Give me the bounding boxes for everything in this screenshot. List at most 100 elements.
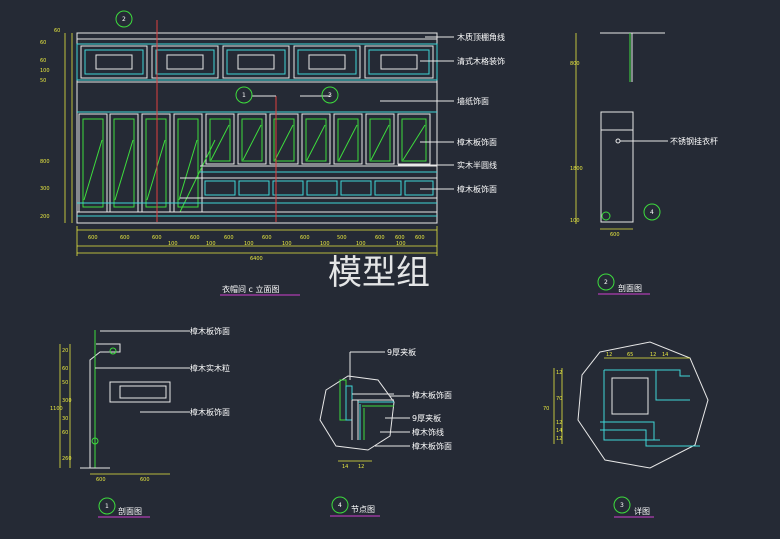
svg-text:60: 60: [40, 58, 46, 64]
svg-text:100: 100: [396, 241, 406, 247]
svg-text:4: 4: [338, 502, 342, 509]
hanger-rod: [615, 138, 621, 144]
elevation-dims-left: 60 60 100 60 50 800 300 200: [40, 28, 60, 220]
callout-hanger-rod: 不锈钢挂衣杆: [670, 136, 718, 146]
lattice-band: [76, 43, 438, 81]
callout-s1-solid: 樟木实木粒: [190, 363, 230, 373]
svg-text:60: 60: [62, 430, 68, 436]
cabinet-section: [600, 111, 634, 223]
svg-text:600: 600: [300, 235, 310, 241]
callout-n4-panel-2: 樟木板饰面: [412, 441, 452, 451]
detail-inner-square: [611, 377, 649, 415]
svg-text:100: 100: [356, 241, 366, 247]
svg-text:1: 1: [105, 503, 109, 510]
section-2-caption: 剖面图: [618, 283, 642, 293]
svg-text:1800: 1800: [570, 166, 583, 172]
node-4-boundary: [319, 375, 395, 451]
callout-s1-panel: 樟木板饰面: [190, 326, 230, 336]
callout-lattice: 清式木格装饰: [457, 56, 505, 66]
drawer-row: [204, 180, 434, 196]
svg-text:20: 20: [62, 348, 68, 354]
svg-text:100: 100: [206, 241, 216, 247]
marker-2-label: 2: [122, 16, 126, 23]
lattice-panels: [80, 45, 434, 79]
svg-text:200: 200: [40, 214, 50, 220]
tall-panels: [78, 113, 431, 213]
detail-3-caption: 详图: [634, 506, 650, 516]
section-2-view: 4 800 1800 100 600 不锈钢挂衣杆 2 剖面图: [570, 32, 718, 295]
svg-text:12: 12: [606, 352, 612, 358]
svg-text:2: 2: [604, 279, 608, 286]
section-2-marker: [597, 273, 615, 291]
callout-camphor-panel-2: 樟木板饰面: [457, 184, 497, 194]
svg-text:100: 100: [320, 241, 330, 247]
svg-text:60: 60: [40, 40, 46, 46]
marker-3-label: 3: [328, 92, 332, 99]
elevation-outline: [76, 32, 438, 224]
detail-3-marker: [613, 496, 631, 514]
svg-text:300: 300: [40, 186, 50, 192]
svg-text:12: 12: [556, 370, 562, 376]
svg-text:12: 12: [358, 464, 364, 470]
svg-text:12: 12: [650, 352, 656, 358]
svg-text:14: 14: [556, 428, 562, 434]
svg-text:65: 65: [627, 352, 633, 358]
svg-text:260: 260: [62, 456, 72, 462]
svg-text:600: 600: [120, 235, 130, 241]
callout-ceiling-molding: 木质顶棚角线: [457, 32, 505, 42]
svg-text:12: 12: [556, 436, 562, 442]
svg-text:800: 800: [570, 61, 580, 67]
section-1-view: 20 60 50 300 30 60 260 1100 600 600 樟木板饰…: [50, 326, 230, 518]
svg-text:600: 600: [152, 235, 162, 241]
shelf-section: [109, 381, 171, 403]
svg-text:600: 600: [262, 235, 272, 241]
svg-text:600: 600: [88, 235, 98, 241]
svg-text:300: 300: [62, 398, 72, 404]
svg-text:4: 4: [650, 209, 654, 216]
marker-1-label: 1: [242, 92, 246, 99]
marker-3-circle: [321, 86, 339, 104]
section-1-caption: 剖面图: [118, 506, 142, 516]
panel-hatch: [83, 124, 426, 213]
watermark: 模型组: [328, 253, 430, 293]
callout-n4-plywood-2: 9厚夹板: [412, 413, 441, 423]
svg-text:600: 600: [610, 232, 620, 238]
callout-half-round: 实木半圆线: [457, 160, 497, 170]
callout-n4-trim: 樟木饰线: [412, 427, 444, 437]
detail-3-view: 12 65 12 14 12 70 12 14 12 70 3 详图: [543, 341, 709, 518]
svg-text:60: 60: [62, 366, 68, 372]
svg-text:100: 100: [168, 241, 178, 247]
node-4-marker: [331, 496, 349, 514]
svg-text:600: 600: [190, 235, 200, 241]
svg-text:600: 600: [375, 235, 385, 241]
svg-text:600: 600: [395, 235, 405, 241]
callout-s1-panel-2: 樟木板饰面: [190, 407, 230, 417]
svg-text:14: 14: [662, 352, 668, 358]
detail-3-boundary: [577, 341, 709, 469]
elevation-dims-bottom: 600 600 600 600 600 600 600 500 600 600 …: [88, 235, 425, 262]
svg-text:14: 14: [342, 464, 348, 470]
node-4-caption: 节点图: [351, 505, 375, 514]
svg-text:600: 600: [96, 477, 106, 483]
svg-text:100: 100: [282, 241, 292, 247]
callout-wallpaper: 墙纸饰面: [457, 96, 489, 106]
total-width: 6400: [250, 256, 263, 262]
svg-text:70: 70: [543, 406, 549, 412]
marker-4-circle: [643, 203, 661, 221]
svg-text:100: 100: [40, 68, 50, 74]
callout-camphor-panel: 樟木板饰面: [457, 137, 497, 147]
node-4-view: 14 12 9厚夹板 樟木板饰面 9厚夹板 樟木饰线 樟木板饰面 4 节点图: [319, 347, 452, 517]
svg-text:3: 3: [620, 502, 624, 509]
svg-text:50: 50: [40, 78, 46, 84]
svg-text:12: 12: [556, 420, 562, 426]
svg-text:60: 60: [54, 28, 60, 34]
elevation-caption: 衣帽间 c 立面图: [222, 284, 279, 294]
svg-text:500: 500: [337, 235, 347, 241]
elevation-view: 2 1 3 木质顶棚角线 清式木格装饰 墙纸饰面 樟木板饰面 实木半圆线 樟木板…: [40, 10, 505, 296]
svg-text:100: 100: [570, 218, 580, 224]
svg-text:100: 100: [244, 241, 254, 247]
svg-text:600: 600: [140, 477, 150, 483]
marker-1-circle: [235, 86, 253, 104]
svg-text:600: 600: [224, 235, 234, 241]
